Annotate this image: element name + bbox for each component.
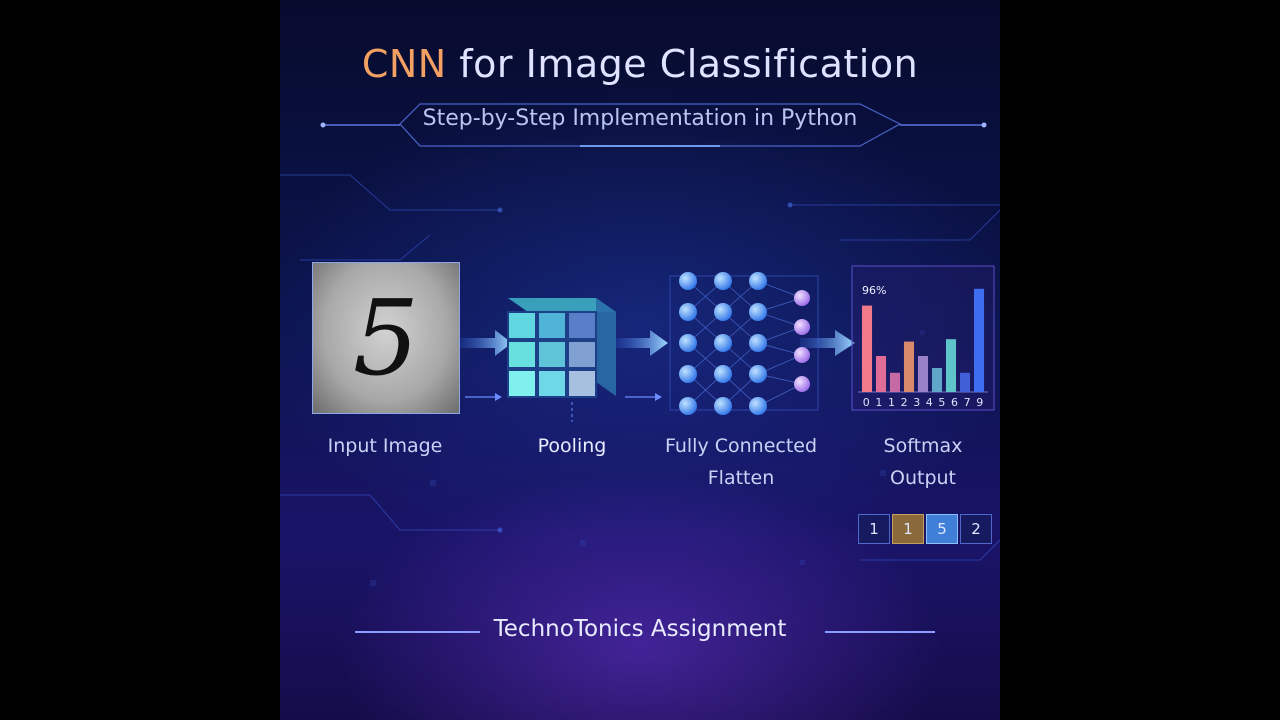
softmax-bar — [861, 305, 873, 392]
softmax-bar — [973, 288, 985, 392]
label-softmax-line2: Output — [890, 467, 956, 489]
circuit-line — [280, 174, 500, 211]
infographic-panel: CNN for Image Classification Step-by-Ste… — [280, 0, 1000, 720]
label-fc-line2: Flatten — [707, 467, 775, 489]
softmax-tick-label: 5 — [938, 396, 945, 409]
arrow-to-softmax — [800, 330, 855, 356]
circuit-line — [300, 234, 431, 261]
softmax-tick-label: 6 — [951, 396, 958, 409]
softmax-tick-label: 2 — [901, 396, 908, 409]
prediction-box: 2 — [960, 514, 992, 544]
arrow-to-pooling — [460, 330, 512, 356]
softmax-bar — [889, 372, 901, 392]
circuit-node — [787, 202, 793, 208]
label-fc-line1: Fully Connected — [664, 435, 818, 457]
fc-output-nodes — [794, 290, 810, 392]
circuit-line — [840, 209, 1000, 241]
softmax-tick-label: 1 — [888, 396, 895, 409]
softmax-tick-label: 3 — [913, 396, 920, 409]
circuit-node — [497, 207, 503, 213]
softmax-tick-label: 1 — [875, 396, 882, 409]
fc-connections — [687, 280, 803, 407]
prediction-box: 1 — [858, 514, 890, 544]
page-subtitle: Step-by-Step Implementation in Python — [422, 106, 858, 131]
input-digit: 5 — [352, 277, 420, 399]
title-rest: for Image Classification — [446, 42, 919, 86]
circuit-line — [280, 494, 500, 531]
prediction-box: 1 — [892, 514, 924, 544]
page-title: CNN for Image Classification — [280, 42, 1000, 86]
softmax-bar — [931, 368, 943, 392]
softmax-bar — [959, 372, 971, 392]
footer-caption: TechnoTonics Assignment — [493, 616, 787, 642]
softmax-tick-label: 9 — [976, 396, 983, 409]
fc-nodes — [679, 272, 767, 415]
softmax-annotation: 96% — [862, 284, 886, 297]
softmax-bar — [917, 356, 929, 392]
input-image: 5 — [312, 262, 460, 414]
softmax-bar — [945, 339, 957, 392]
softmax-tick-label: 0 — [863, 396, 870, 409]
softmax-bar — [875, 356, 887, 392]
softmax-bar — [903, 341, 915, 392]
label-pooling: Pooling — [537, 435, 607, 457]
softmax-tick-label: 4 — [926, 396, 933, 409]
circuit-line — [860, 539, 1000, 561]
fc-frame — [669, 275, 819, 411]
label-softmax-line1: Softmax — [883, 435, 963, 457]
label-input-image: Input Image — [327, 435, 443, 457]
arrow-to-fc — [616, 330, 668, 356]
prediction-box-selected: 5 — [926, 514, 958, 544]
title-accent: CNN — [361, 42, 447, 86]
circuit-node — [497, 527, 503, 533]
softmax-tick-label: 7 — [964, 396, 971, 409]
pooling-cube — [507, 298, 616, 398]
subtitle-frame — [322, 103, 985, 147]
